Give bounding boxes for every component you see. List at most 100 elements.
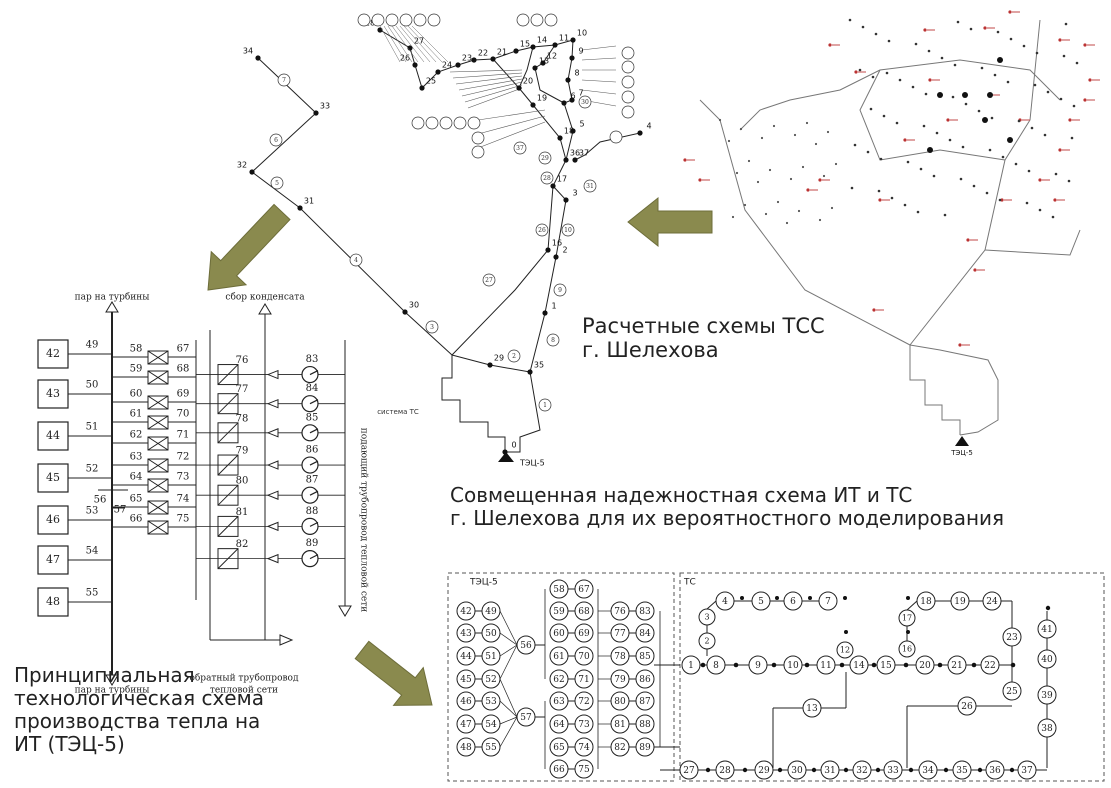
rel-node-heater-label: 82 [614,743,625,753]
rel-node-bottom-label: 31 [824,766,835,776]
map-node [923,125,926,128]
map-node [957,21,960,24]
map-red-mark [958,343,961,346]
network-node [313,110,318,115]
map-junction [1007,137,1013,143]
valve-label: 70 [177,409,190,420]
network-node [455,62,460,67]
rel-node-link-label: 49 [485,607,497,617]
rel-link [500,717,517,747]
rel-node-valve-label: 70 [578,652,590,662]
source-triangle-icon [955,436,969,446]
caption-line: г. Шелехова [582,338,825,362]
map-node [888,40,891,43]
network-node-label: 35 [534,361,544,370]
map-node [1073,105,1076,108]
rel-node-top-label: 6 [790,597,796,607]
rel-node-valve-label: 58 [553,585,565,595]
network-node-label: 25 [426,77,436,86]
label-steam-top: пар на турбины [75,292,150,303]
map-node [862,26,865,29]
client-circle [622,76,634,88]
rel-node-main-label: 15 [880,661,892,671]
map-node [748,160,750,162]
network-node-label: 3 [572,189,577,198]
line-number-label: 31 [586,183,594,190]
network-node [471,57,476,62]
rel-node-bottom-label: 34 [922,766,934,776]
caption-line: Принципиальная [14,664,264,687]
map-node [970,28,973,31]
rel-node-label: 3 [704,613,709,622]
map-node [994,74,997,77]
network-node-label: 19 [537,94,547,103]
rel-node-right-label: 41 [1041,625,1052,635]
rel-node-label: 13 [806,704,818,714]
map-node [933,175,936,178]
client-circle [412,117,424,129]
network-node-label: 13 [539,57,549,66]
rel-node-valve-label: 62 [553,675,564,685]
map-node [872,76,875,79]
rel-node-valve-label: 69 [578,629,590,639]
map-node [899,79,902,82]
rel-junction [701,663,706,668]
boiler-label: 48 [46,595,60,608]
rel-junction [840,663,845,668]
valve-label: 67 [177,344,190,355]
network-node [532,65,537,70]
client-circle [622,61,634,73]
rel-node-bottom-label: 33 [887,766,899,776]
map-junction [927,147,933,153]
heater-label: 81 [236,507,249,518]
line-number-label: 28 [543,175,551,182]
map-node [1034,84,1037,87]
rel-node-pump-label: 84 [639,629,651,639]
rel-node-pump-label: 88 [639,720,651,730]
rel-node-bottom-label: 30 [791,766,803,776]
map-node [883,115,886,118]
network-node [377,27,382,32]
network-node [297,205,302,210]
map-node [891,197,894,200]
pipe-branch [380,26,400,62]
client-circle [622,106,634,118]
line-number-label: 4 [354,257,358,264]
client-circle [472,146,484,158]
valve-label: 66 [130,514,143,525]
rel-node-right-label: 39 [1041,691,1053,701]
map-node [802,166,804,168]
map-red-mark [818,178,821,181]
map-node [986,192,989,195]
map-node [773,125,775,127]
map-red-mark [698,178,701,181]
map-node [1063,55,1066,58]
network-node [561,100,566,105]
label-condensate: сбор конденсата [225,292,305,303]
map-node [886,72,889,75]
map-node [854,144,857,147]
map-red-mark [1058,148,1061,151]
network-node [527,369,532,374]
map-node [794,134,796,136]
map-node [878,190,881,193]
check-valve-icon [268,461,278,469]
rel-node-bottom-label: 35 [956,766,968,776]
map-node [981,67,984,70]
map-node [806,122,808,124]
frame-ts [680,573,1104,781]
client-circle [428,14,440,26]
pipe-branch [582,58,616,60]
map-node [851,187,854,190]
map-node [1068,180,1071,183]
rel-junction [872,663,877,668]
map-node [960,178,963,181]
network-node-label: 30 [409,301,419,310]
network-node [557,135,562,140]
map-node [1071,137,1074,140]
map-node [849,19,852,22]
arrow-up-icon [106,302,118,312]
map-junction [997,57,1003,63]
network-node [563,197,568,202]
valve-label: 60 [130,389,143,400]
